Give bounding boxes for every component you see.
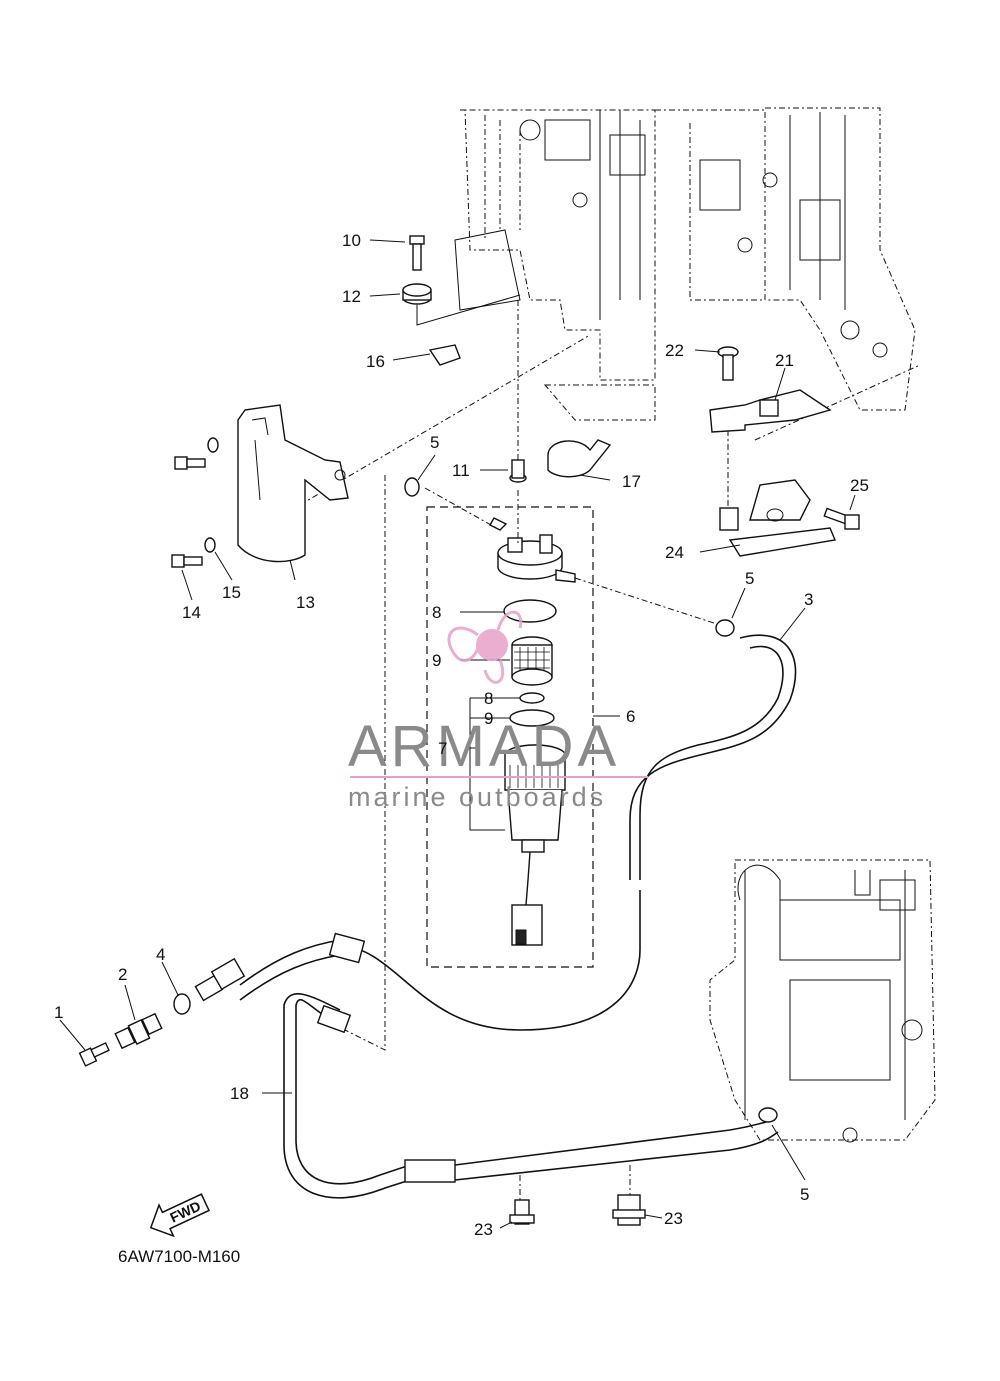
filter-cup bbox=[504, 744, 566, 946]
bolt-22 bbox=[717, 346, 739, 381]
callout-7: 7 bbox=[438, 739, 447, 758]
callout-8: 8 bbox=[484, 689, 493, 708]
callout-23-left: 23 bbox=[474, 1220, 493, 1239]
o-ring bbox=[503, 599, 557, 623]
callout-5-right: 5 bbox=[745, 569, 754, 588]
callout-2: 2 bbox=[118, 965, 127, 984]
fitting-2 bbox=[114, 1012, 163, 1050]
filter-element bbox=[511, 636, 553, 686]
callout-3: 3 bbox=[804, 590, 813, 609]
drawing-code: 6AW7100-M160 bbox=[118, 1247, 240, 1266]
bolt-16 bbox=[171, 554, 203, 568]
callout-20: 18 bbox=[230, 1084, 249, 1103]
callout-11: 9 bbox=[432, 651, 441, 670]
bolt-upper bbox=[174, 437, 219, 470]
fitting-1 bbox=[78, 1042, 110, 1067]
callout-23-right: 23 bbox=[664, 1209, 683, 1228]
holder-19 bbox=[547, 439, 612, 478]
clamp-5-lower bbox=[758, 1107, 778, 1123]
callout-17: 15 bbox=[222, 583, 241, 602]
callout-5-lower: 5 bbox=[800, 1185, 809, 1204]
watermark-brand: ARMADA bbox=[348, 714, 620, 779]
bolt-12 bbox=[409, 235, 425, 271]
callout-14: 12 bbox=[342, 287, 361, 306]
clip-18 bbox=[428, 344, 461, 366]
group-bracket bbox=[469, 697, 505, 831]
callout-15: 13 bbox=[296, 593, 315, 612]
bracket-21 bbox=[709, 389, 832, 433]
vapor-separator-outline bbox=[709, 859, 936, 1143]
callout-12: 10 bbox=[342, 231, 361, 250]
callout-leaders bbox=[59, 239, 856, 1229]
fitting-parts bbox=[78, 957, 246, 1067]
callout-1: 1 bbox=[54, 1003, 63, 1022]
bracket-15 bbox=[237, 404, 349, 563]
bolt-25 bbox=[823, 507, 860, 530]
leader-14 bbox=[416, 294, 521, 326]
callout-22: 22 bbox=[665, 341, 684, 360]
callout-24: 24 bbox=[665, 543, 684, 562]
watermark: ARMADA marine outboards bbox=[348, 610, 648, 812]
callout-6: 6 bbox=[626, 707, 635, 726]
callout-9: 9 bbox=[484, 709, 493, 728]
callout-10: 8 bbox=[432, 603, 441, 622]
clip-23-right bbox=[612, 1194, 646, 1226]
clamp-5-right bbox=[715, 619, 735, 637]
clamp-4 bbox=[173, 993, 191, 1015]
callout-5-upper: 5 bbox=[430, 433, 439, 452]
filter-head bbox=[489, 517, 576, 583]
callout-labels: 10 12 16 5 11 17 8 9 8 9 7 6 5 3 22 21 2… bbox=[54, 231, 869, 1239]
clamp-5-upper bbox=[404, 477, 420, 497]
holder-24 bbox=[719, 479, 836, 557]
propeller-logo bbox=[447, 610, 523, 684]
retaining-ring bbox=[519, 692, 545, 704]
filter-assembly-boundary bbox=[426, 506, 594, 968]
callout-18: 16 bbox=[366, 352, 385, 371]
collar-13 bbox=[509, 459, 527, 483]
callout-16: 14 bbox=[182, 603, 201, 622]
fuel-filter-assembly bbox=[426, 506, 594, 968]
callout-21: 21 bbox=[775, 351, 794, 370]
callout-25: 25 bbox=[850, 476, 869, 495]
clip-23-left bbox=[509, 1199, 535, 1225]
callout-13: 11 bbox=[452, 461, 470, 480]
callout-19: 17 bbox=[622, 472, 641, 491]
washer-17 bbox=[204, 537, 216, 553]
watermark-tagline: marine outboards bbox=[348, 782, 606, 812]
callout-4: 4 bbox=[156, 945, 165, 964]
fwd-arrow: FWD bbox=[149, 1193, 210, 1238]
hose-joint bbox=[194, 957, 246, 1002]
grommet-14 bbox=[402, 283, 432, 305]
engine-block-outline bbox=[454, 107, 916, 421]
alignment-lines bbox=[239, 300, 921, 1200]
